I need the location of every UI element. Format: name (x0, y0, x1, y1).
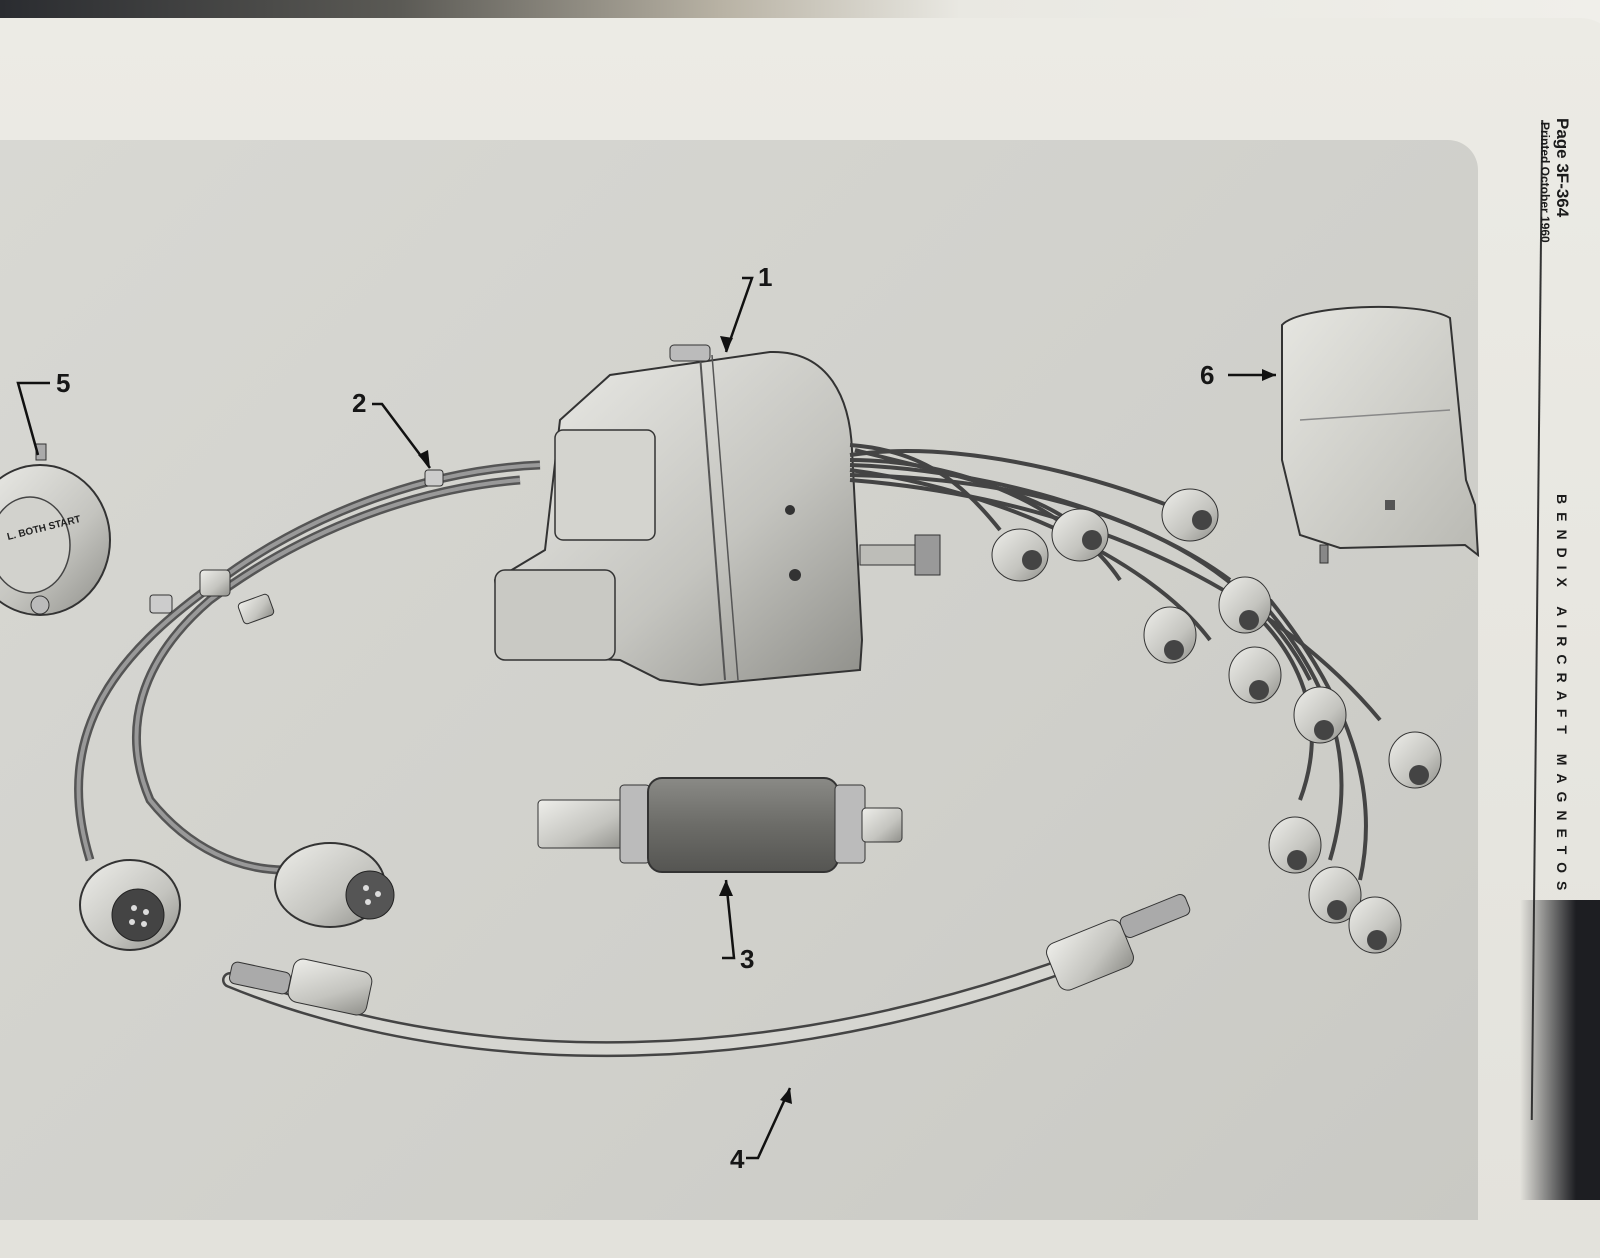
callout-leaders (16, 276, 1276, 1160)
callout-6: 6 (1200, 360, 1215, 390)
impulse-coupling-shaft (537, 777, 903, 873)
callout-3: 3 (740, 944, 755, 974)
filter-box (1281, 305, 1480, 564)
callout-arrowheads (418, 336, 1276, 1104)
callout-4: 4 (730, 1144, 745, 1174)
magneto (493, 344, 941, 687)
callout-2: 2 (352, 388, 367, 418)
ignition-switch: L. BOTH START (0, 443, 111, 616)
high-tension-lead (222, 894, 1191, 1058)
left-wiring-harness (74, 460, 541, 875)
harness-connector-left (79, 859, 181, 951)
callout-1: 1 (758, 262, 773, 292)
spark-plug-connectors (991, 488, 1442, 954)
callout-5: 5 (56, 368, 71, 398)
parts-illustration: L. BOTH START (0, 276, 1480, 1160)
harness-clamps (149, 469, 444, 625)
harness-connector-right (274, 842, 395, 928)
